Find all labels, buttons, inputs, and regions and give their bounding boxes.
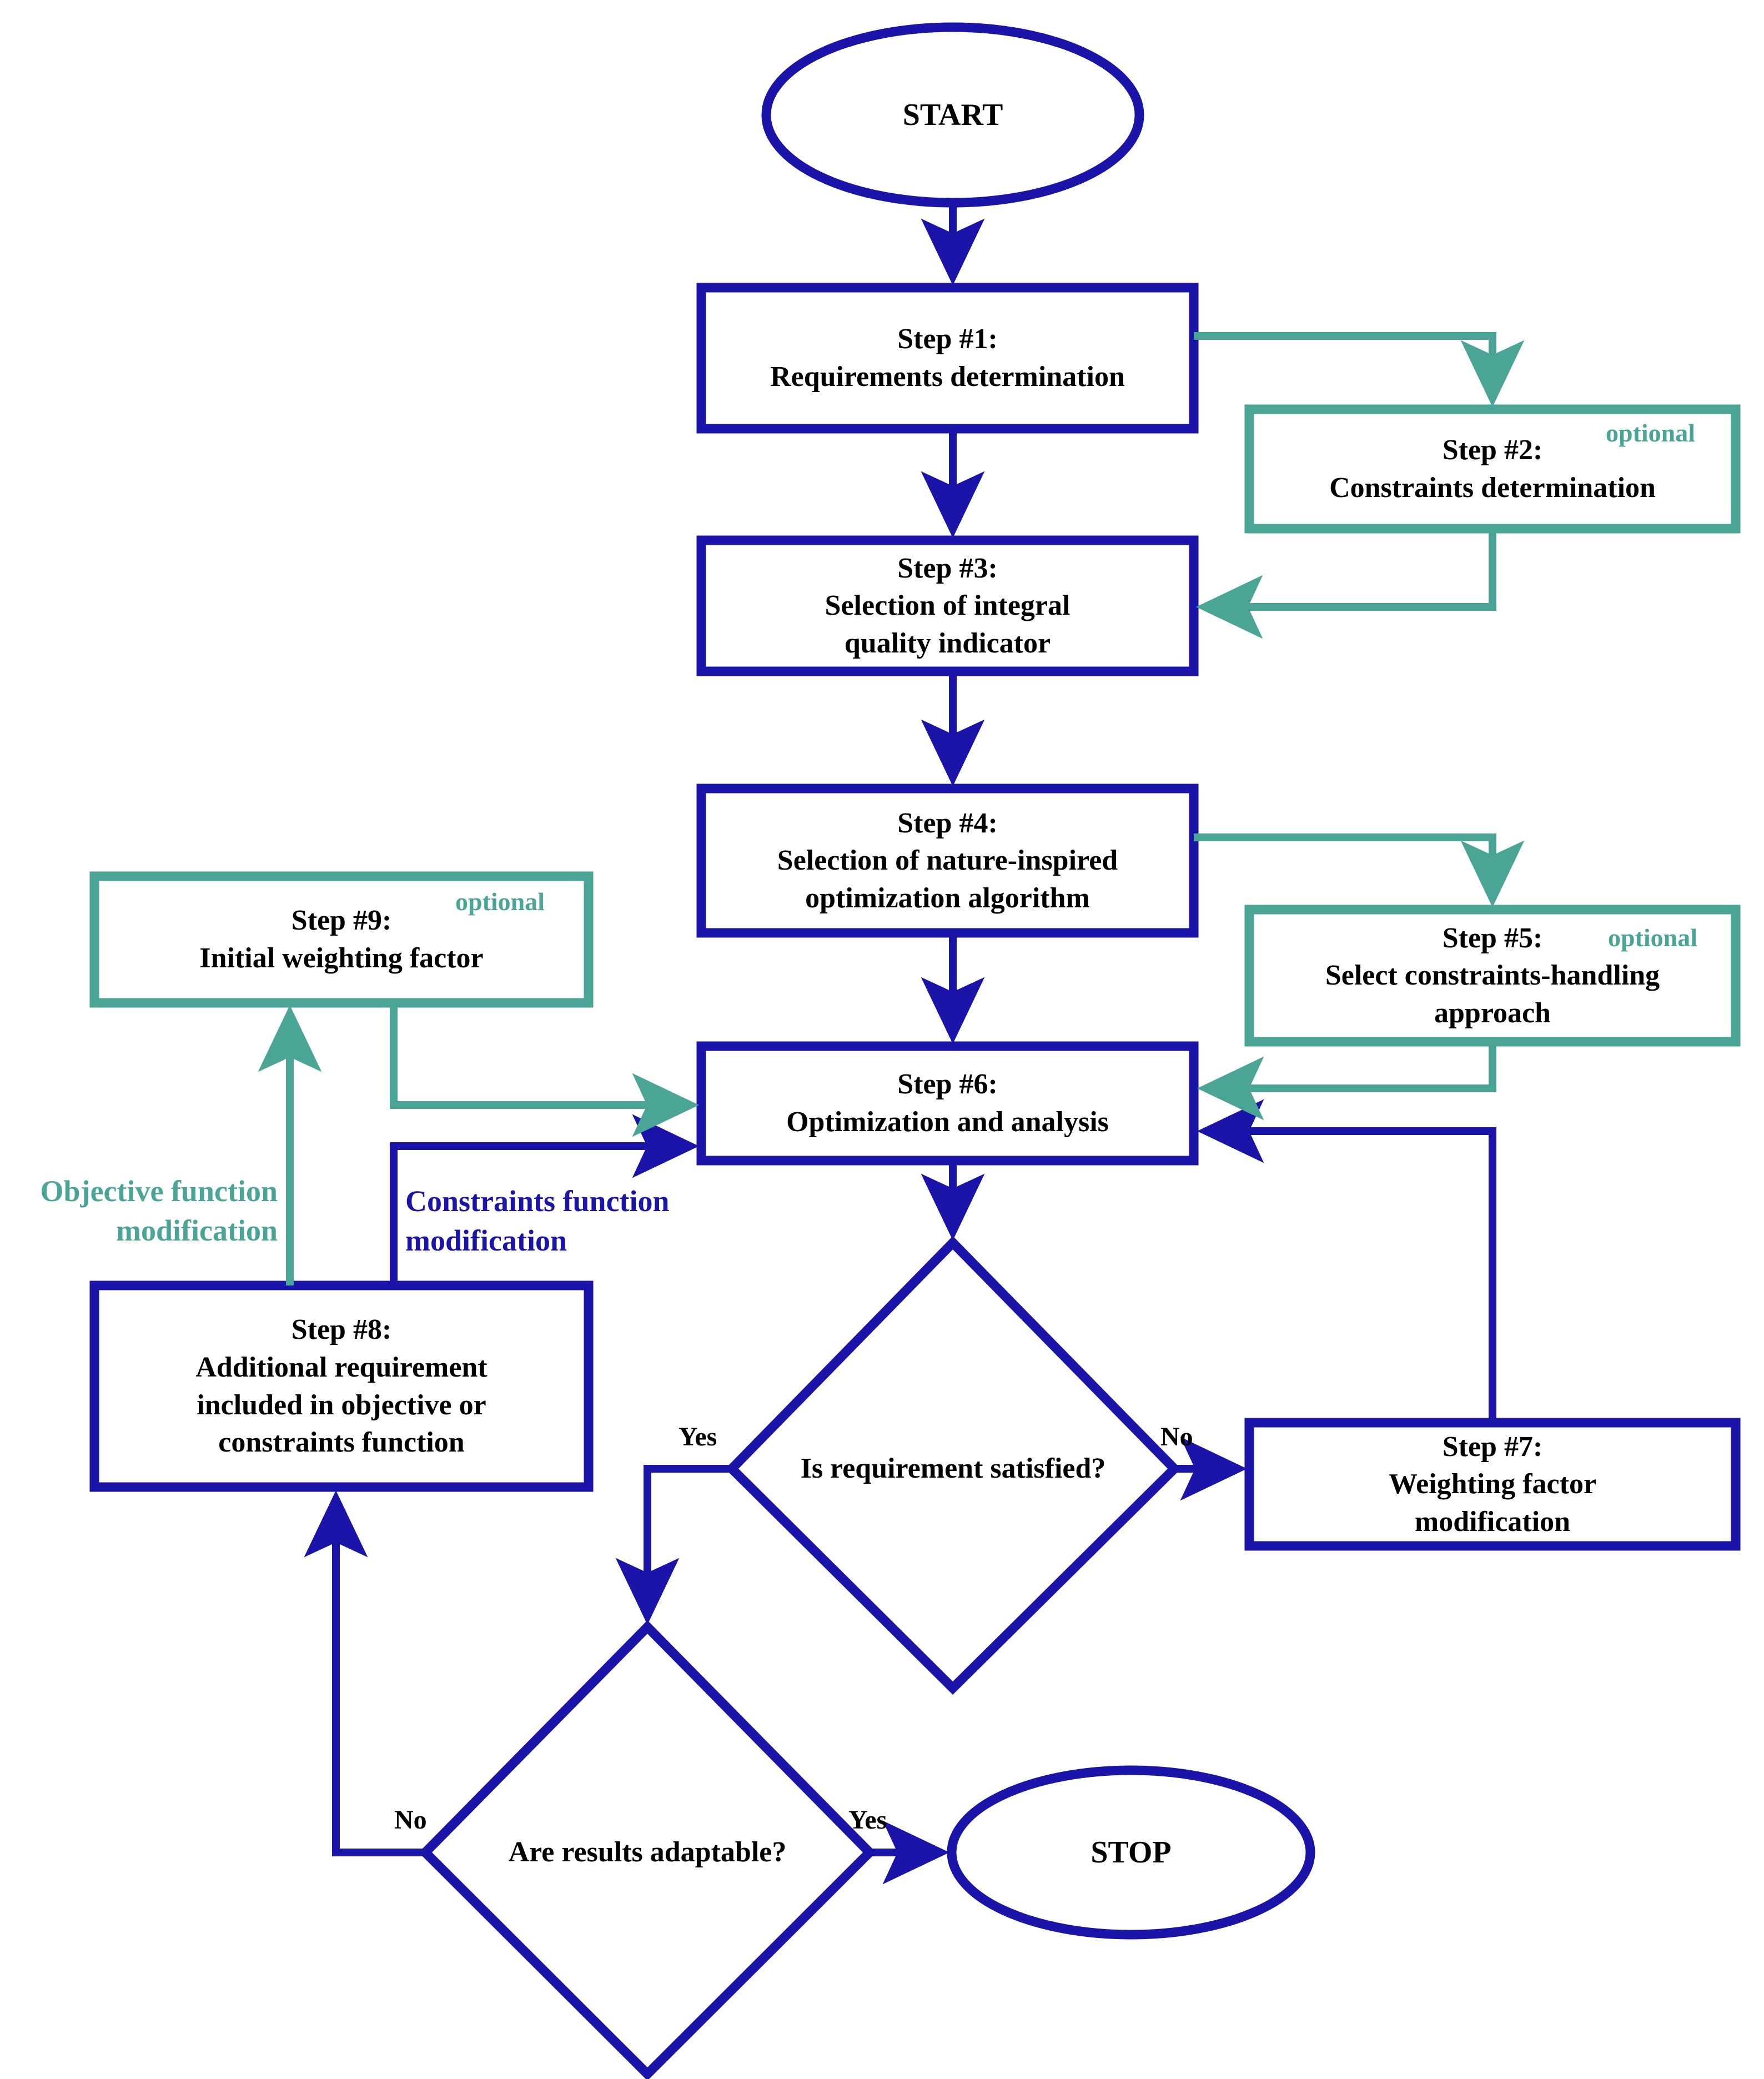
- edge-step9-to-step6: [390, 1003, 700, 1137]
- decision-requirement-satisfied: [725, 1236, 1181, 1695]
- edge-step4-to-step5: [1194, 833, 1525, 908]
- route-label-constraints-modification: Constraints function modification: [405, 1182, 705, 1261]
- decision-results-adaptable: [419, 1620, 876, 2079]
- edge-step8-to-step6-constraints: [390, 1114, 700, 1285]
- edge-step5-to-step6: [1197, 1042, 1496, 1121]
- edge-label-requirement-no: No: [1160, 1422, 1193, 1452]
- objective-label-line-1: Objective function: [40, 1174, 278, 1208]
- step9-optional-tag: optional: [455, 887, 545, 916]
- step9-box: [89, 871, 594, 1008]
- edge-label-adaptable-no: No: [394, 1805, 427, 1835]
- edge-decision1-yes-to-decision2: [615, 1465, 732, 1625]
- step1-box: [696, 283, 1199, 434]
- edge-step7-to-step6: [1197, 1099, 1496, 1423]
- route-label-objective-modification: Objective function modification: [11, 1172, 278, 1251]
- stop-terminal: [947, 1765, 1315, 1940]
- edge-label-requirement-yes: Yes: [679, 1422, 717, 1452]
- step5-optional-tag: optional: [1608, 923, 1698, 952]
- edge-label-adaptable-yes: Yes: [848, 1805, 887, 1835]
- constraints-label-line-2: modification: [405, 1224, 567, 1258]
- edge-step2-to-step3: [1195, 529, 1496, 639]
- edge-step1-to-step2: [1194, 332, 1525, 408]
- step6-box: [696, 1041, 1199, 1166]
- step4-box: [696, 784, 1199, 938]
- edge-decision2-no-to-step8: [304, 1490, 425, 1856]
- step7-box: [1244, 1418, 1741, 1551]
- step3-box: [696, 535, 1199, 676]
- start-terminal: [761, 22, 1144, 208]
- objective-label-line-2: modification: [116, 1214, 278, 1248]
- step2-optional-tag: optional: [1606, 419, 1696, 447]
- constraints-label-line-1: Constraints function: [405, 1184, 670, 1218]
- step8-box: [89, 1280, 594, 1492]
